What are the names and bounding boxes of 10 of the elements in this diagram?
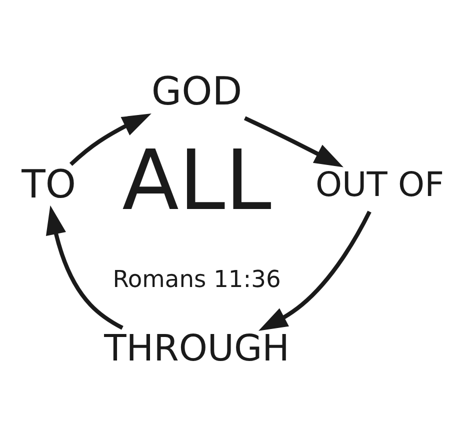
label: ALL — [122, 132, 272, 229]
node-text: THROUGH — [104, 326, 290, 370]
node-text: GOD — [151, 69, 242, 114]
arrow — [69, 113, 152, 166]
label: Romans 11:36 — [112, 265, 281, 294]
node-text: TO — [22, 162, 76, 208]
arrow — [244, 116, 344, 168]
arrow — [46, 205, 124, 330]
arrow — [258, 210, 372, 331]
node-text: OUT OF — [316, 165, 444, 204]
